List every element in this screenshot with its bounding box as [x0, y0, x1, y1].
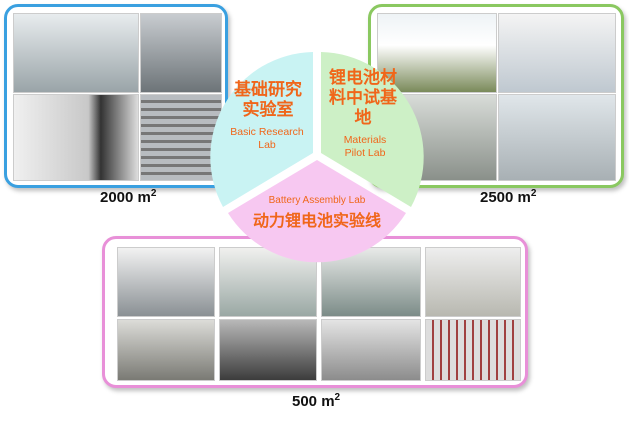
pilot-lab-photo-panel: [368, 4, 624, 188]
assembly-en-label: Battery Assembly Lab: [268, 195, 366, 206]
lab-photo: [117, 247, 215, 317]
research-lab-photo-panel: [4, 4, 228, 188]
lab-photo: [13, 13, 139, 93]
lab-photo: [140, 13, 222, 93]
assembly-zh-label: 动力锂电池实验线: [252, 211, 381, 230]
lab-photo: [219, 319, 317, 381]
lab-photo: [425, 247, 521, 317]
lab-photo: [425, 319, 521, 381]
research-en-label: Basic Research Lab: [230, 126, 304, 151]
lab-photo: [498, 13, 616, 93]
lab-photo: [13, 94, 139, 181]
assembly-area: 500 m2: [292, 392, 341, 410]
pilot-zh-label: 锂电池材料中试基地: [329, 68, 397, 128]
pilot-area: 2500 m2: [480, 188, 537, 206]
pilot-sector: [321, 52, 424, 207]
lab-photo: [140, 94, 222, 181]
pilot-en-label: Materials Pilot Lab: [343, 134, 387, 159]
lab-photo: [498, 94, 616, 181]
research-zh-label: 基础研究实验室: [234, 80, 302, 120]
assembly-sector: [228, 160, 406, 263]
research-sector: [210, 52, 313, 207]
lab-photo: [117, 319, 215, 381]
lab-photo: [321, 319, 421, 381]
lab-photo: [377, 13, 497, 93]
research-area: 2000 m2: [100, 188, 157, 206]
